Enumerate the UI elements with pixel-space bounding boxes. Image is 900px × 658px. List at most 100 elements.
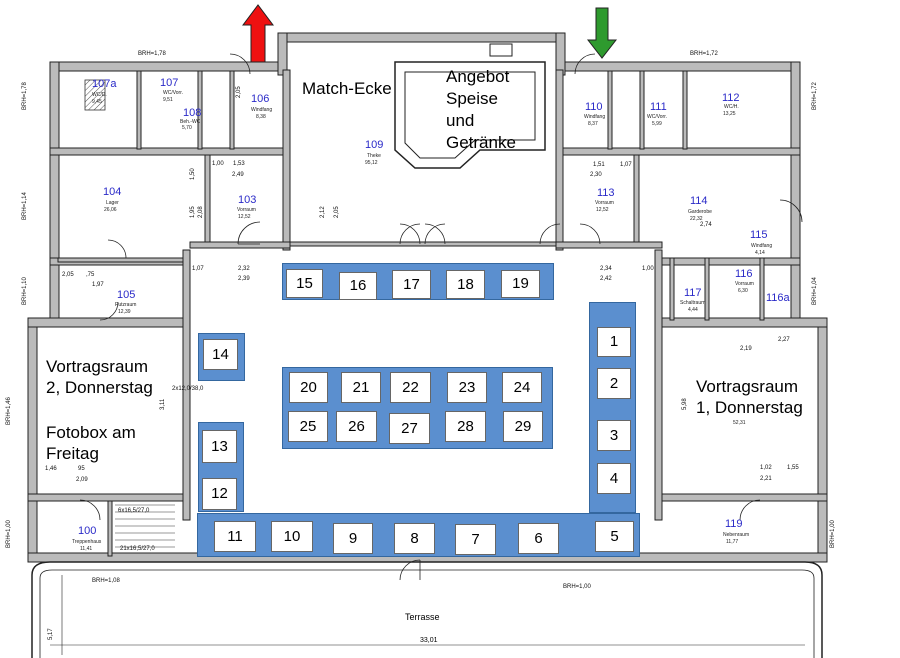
dimension-label: 1,95 [190,206,196,218]
table-15[interactable]: 15 [286,269,323,298]
room-area: 13,25 [723,111,736,117]
table-20[interactable]: 20 [289,372,328,403]
room-area: 26,06 [104,207,117,213]
room-area: 12,52 [238,214,251,220]
room-area: 5,99 [652,121,662,127]
room-name: Nebenraum [723,532,750,538]
table-29[interactable]: 29 [503,411,543,442]
table-6[interactable]: 6 [518,523,559,554]
table-7[interactable]: 7 [455,524,496,555]
table-28[interactable]: 28 [445,411,486,442]
room-number: 114 [690,195,708,207]
room-area: 9,51 [163,97,173,103]
brh-label: BRH=1,14 [22,192,28,220]
dimension-label: 3,11 [160,398,166,410]
brh-label: BRH=1,46 [6,397,12,425]
table-19[interactable]: 19 [501,270,540,298]
room-number: 109 [365,139,384,151]
brh-label: BRH=1,78 [22,82,28,110]
dimension-label: 2,30 [590,172,602,178]
room-name: WC/H. [724,104,739,110]
room-area: 22,32 [690,216,703,222]
room-number: 100 [78,525,97,537]
dimension-label: 1,07 [620,162,632,168]
brh-label: BRH=1,78 [138,51,166,57]
dimension-label: 2,49 [232,172,244,178]
room-area: 4,14 [755,250,765,256]
room-name: Windfang [584,114,606,120]
dimension-label: 2,05 [236,86,242,98]
room-area: 11,77 [726,539,739,545]
entrance-arrow-icon [242,4,274,63]
dimension-label: 2,42 [600,276,612,282]
dimension-label: 2,12 [320,206,326,218]
room-name: Vorraum [595,200,614,206]
brh-label: BRH=1,72 [690,51,718,57]
table-8[interactable]: 8 [394,523,435,554]
table-17[interactable]: 17 [392,270,431,299]
room-number: 105 [117,289,136,301]
table-9[interactable]: 9 [333,523,373,554]
dimension-label: 2,09 [76,477,88,483]
dimension-label: 2,34 [600,266,612,272]
angebot-label: Angebot Speise und Getränke [446,67,516,152]
table-10[interactable]: 10 [271,521,313,552]
dimension-label: 2,21 [760,476,772,482]
room-number: 110 [585,101,603,113]
dimension-label: 1,46 [45,466,57,472]
dimension-label: 5,98 [682,398,688,410]
table-25[interactable]: 25 [288,411,328,442]
table-18[interactable]: 18 [446,270,485,299]
table-1[interactable]: 1 [597,327,631,357]
table-3[interactable]: 3 [597,420,631,451]
room-area: 8,38 [256,114,266,120]
room-area: 11,41 [80,546,93,552]
table-12[interactable]: 12 [202,478,237,510]
table-23[interactable]: 23 [447,372,487,403]
table-14[interactable]: 14 [203,339,238,370]
vortragsraum-2-label: Vortragsraum 2, Donnerstag [46,357,153,397]
table-21[interactable]: 21 [341,372,381,403]
room-number: 117 [684,287,702,299]
dimension-label: 2,08 [198,206,204,218]
vortragsraum-1-area: 52,31 [733,420,746,426]
table-13[interactable]: 13 [202,430,237,463]
table-2[interactable]: 2 [597,368,631,399]
room-number: 116 [735,268,753,280]
table-26[interactable]: 26 [336,411,377,442]
table-16[interactable]: 16 [339,272,377,300]
dimension-label: 1,50 [190,168,196,180]
dimension-label: 2,74 [700,222,712,228]
dimension-label: 2x12,0/38,0 [172,386,204,392]
brh-label: BRH=1,08 [92,578,120,584]
dimension-label: 1,97 [92,282,104,288]
table-27[interactable]: 27 [389,413,430,444]
dimension-label: 1,00 [212,161,224,167]
room-name: Vorraum [237,207,256,213]
dimension-label: 2,32 [238,266,250,272]
dimension-label: 1,55 [787,465,799,471]
table-4[interactable]: 4 [597,463,631,494]
room-number: 108 [183,107,202,119]
room-number: 115 [750,229,768,241]
room-number: 112 [722,92,740,104]
dimension-label: 2,39 [238,276,250,282]
room-area: 4,44 [688,307,698,313]
room-name: Beh.-WC [180,119,201,125]
table-11[interactable]: 11 [214,521,256,552]
table-5[interactable]: 5 [595,521,634,552]
dimension-label: ,75 [86,272,95,278]
room-number: 113 [597,187,615,199]
table-24[interactable]: 24 [502,372,542,403]
brh-label: BRH=1,72 [812,82,818,110]
room-name: Putzraum [115,302,137,308]
room-name: WC/Vorr. [647,114,668,120]
room-name: Windfang [751,243,773,249]
room-name: WC/Vorr. [163,90,184,96]
table-22[interactable]: 22 [390,372,431,403]
dimension-label: 2,05 [334,206,340,218]
room-name: Lager [106,200,119,206]
room-number: 116a [766,292,790,304]
